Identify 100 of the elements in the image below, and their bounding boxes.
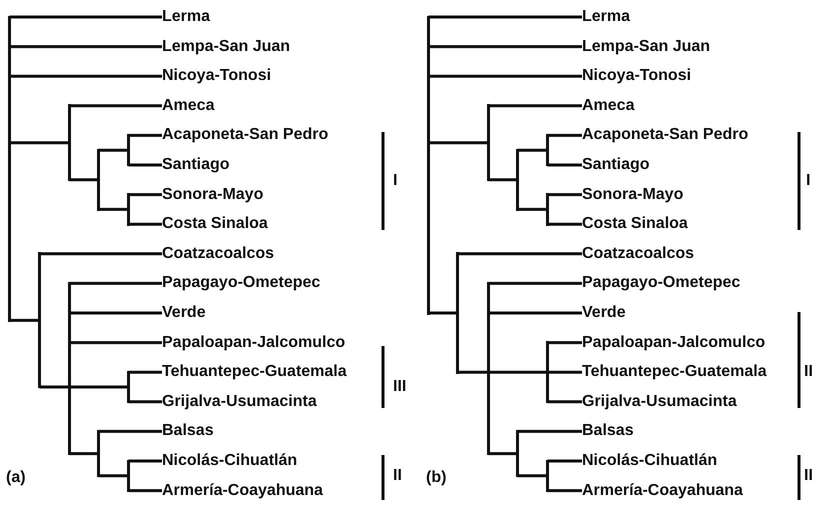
branch-line bbox=[10, 45, 162, 48]
taxon-label: Coatzacoalcos bbox=[582, 244, 694, 264]
clade-node-line bbox=[487, 282, 490, 456]
branch-line bbox=[518, 430, 582, 433]
branch-line bbox=[70, 386, 128, 388]
group-label: I bbox=[806, 171, 810, 191]
taxon-label: Lempa-San Juan bbox=[162, 36, 290, 57]
branch-line bbox=[428, 141, 488, 144]
taxon-label: Acaponeta-San Pedro bbox=[582, 125, 748, 146]
clade-node-line bbox=[8, 16, 11, 322]
branch-line bbox=[428, 45, 582, 48]
group-label: I bbox=[393, 171, 398, 191]
branch-line bbox=[10, 16, 162, 18]
taxon-label: Santiago bbox=[162, 155, 230, 175]
taxon-label: Nicolás-Cihuatlán bbox=[162, 451, 298, 471]
taxon-label: Sonora-Mayo bbox=[162, 184, 264, 205]
branch-line bbox=[98, 208, 128, 211]
branch-line bbox=[128, 460, 162, 462]
clade-node-line bbox=[127, 460, 130, 492]
branch-line bbox=[488, 312, 582, 314]
taxon-label: Grijalva-Usumacinta bbox=[162, 392, 317, 412]
branch-line bbox=[428, 74, 582, 78]
branch-line bbox=[98, 474, 128, 478]
taxon-label: Ameca bbox=[582, 96, 634, 116]
branch-line bbox=[518, 474, 548, 478]
branch-line bbox=[70, 341, 162, 344]
panel-label: (b) bbox=[426, 468, 446, 488]
taxon-label: Papaloapan-Jalcomulco bbox=[582, 332, 766, 353]
clade-node-line bbox=[127, 193, 130, 226]
branch-line bbox=[488, 282, 582, 285]
clade-node-line bbox=[516, 430, 519, 478]
branch-line bbox=[458, 370, 488, 374]
branch-line bbox=[128, 222, 162, 226]
clade-node-line bbox=[546, 460, 549, 492]
branch-line bbox=[548, 460, 582, 462]
branch-line bbox=[488, 178, 518, 182]
taxon-label: Papaloapan-Jalcomulco bbox=[162, 332, 346, 353]
taxon-label: Tehuantepec-Guatemala bbox=[162, 362, 347, 382]
branch-line bbox=[70, 452, 98, 456]
clade-node-line bbox=[546, 134, 549, 166]
branch-line bbox=[428, 312, 458, 314]
clade-node-line bbox=[546, 193, 549, 226]
branch-line bbox=[518, 208, 548, 211]
clade-node-line bbox=[427, 16, 430, 314]
branch-line bbox=[128, 400, 162, 404]
branch-line bbox=[548, 222, 582, 226]
taxon-label: Tehuantepec-Guatemala bbox=[582, 362, 767, 382]
clade-node-line bbox=[97, 430, 100, 478]
taxon-label: Nicolás-Cihuatlán bbox=[582, 451, 718, 471]
branch-line bbox=[70, 282, 162, 285]
branch-line bbox=[128, 370, 162, 374]
taxon-label: Balsas bbox=[582, 421, 634, 442]
taxon-label: Verde bbox=[582, 303, 626, 323]
taxon-label: Papagayo-Ometepec bbox=[162, 273, 320, 294]
branch-line bbox=[518, 148, 548, 152]
clade-node-line bbox=[68, 282, 71, 456]
branch-line bbox=[128, 489, 162, 492]
branch-line bbox=[548, 370, 582, 374]
branch-line bbox=[70, 104, 162, 108]
taxon-label: Verde bbox=[162, 303, 206, 323]
branch-line bbox=[488, 370, 548, 374]
clade-node-line bbox=[516, 148, 519, 211]
branch-line bbox=[70, 312, 162, 314]
branch-line bbox=[10, 74, 162, 78]
taxon-label: Nicoya-Tonosi bbox=[582, 66, 692, 86]
taxon-label: Ameca bbox=[162, 96, 214, 116]
taxon-label: Papagayo-Ometepec bbox=[582, 273, 740, 294]
clade-node-line bbox=[487, 104, 490, 182]
branch-line bbox=[548, 134, 582, 137]
branch-line bbox=[10, 318, 40, 322]
branch-line bbox=[428, 16, 582, 18]
clade-node-line bbox=[68, 104, 71, 182]
taxon-label: Costa Sinaloa bbox=[162, 214, 268, 234]
group-label: III bbox=[393, 377, 406, 397]
taxon-label: Armería-Coayahuana bbox=[582, 480, 743, 501]
branch-line bbox=[10, 141, 70, 144]
branch-line bbox=[70, 178, 98, 182]
taxon-label: Coatzacoalcos bbox=[162, 244, 274, 264]
branch-line bbox=[458, 252, 582, 256]
branch-line bbox=[98, 430, 162, 433]
taxon-label: Nicoya-Tonosi bbox=[162, 66, 272, 86]
clade-node-line bbox=[97, 148, 100, 211]
branch-line bbox=[548, 489, 582, 492]
taxon-label: Lerma bbox=[162, 7, 210, 27]
taxon-label: Lempa-San Juan bbox=[582, 36, 710, 57]
group-label: II bbox=[804, 362, 813, 382]
group-label: II bbox=[393, 466, 402, 486]
branch-line bbox=[548, 341, 582, 344]
branch-line bbox=[128, 193, 162, 196]
taxon-label: Sonora-Mayo bbox=[582, 184, 684, 205]
taxon-label: Acaponeta-San Pedro bbox=[162, 125, 328, 146]
taxon-label: Balsas bbox=[162, 421, 214, 442]
taxon-label: Costa Sinaloa bbox=[582, 214, 688, 234]
taxon-label: Lerma bbox=[582, 7, 630, 27]
panel-label: (a) bbox=[6, 468, 26, 488]
taxon-label: Santiago bbox=[582, 155, 650, 175]
clade-node-line bbox=[546, 341, 549, 404]
clade-node-line bbox=[127, 134, 130, 166]
branch-line bbox=[40, 386, 70, 388]
clade-node-line bbox=[127, 370, 130, 404]
